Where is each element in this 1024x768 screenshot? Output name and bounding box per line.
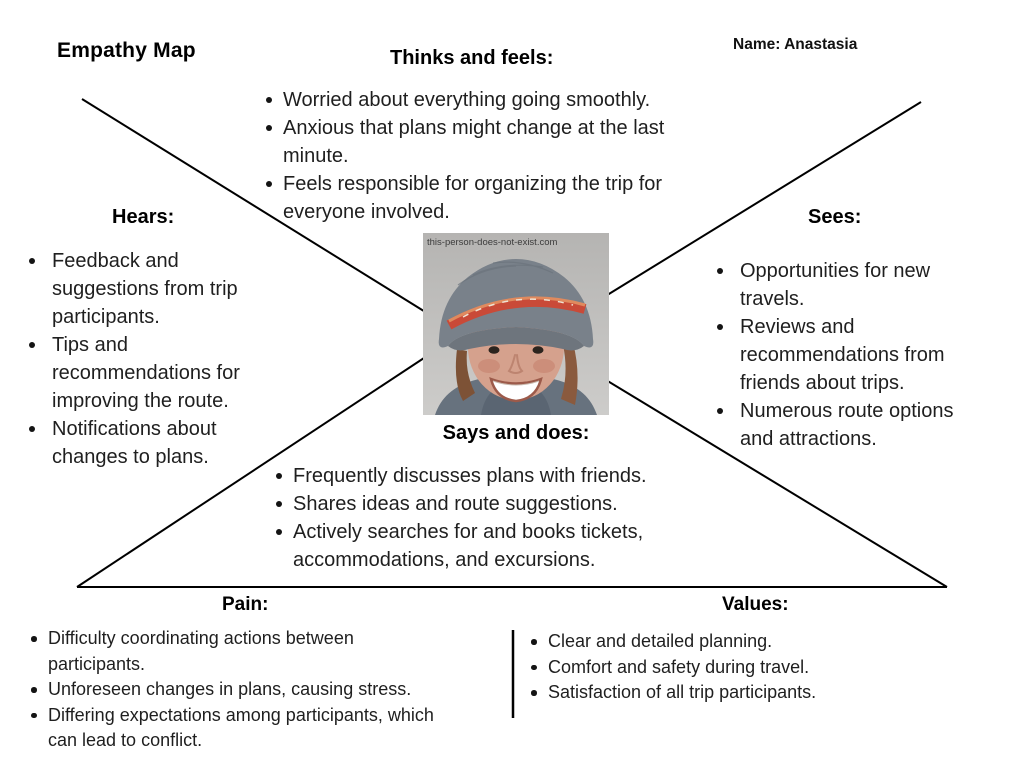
bullet-item: Feels responsible for organizing the tri… (262, 170, 703, 226)
bullet-item: Comfort and safety during travel. (526, 655, 930, 681)
photo-watermark: this-person-does-not-exist.com (427, 237, 557, 248)
persona-eye-right (532, 346, 544, 354)
persona-hair-right (561, 343, 578, 405)
hears-list: Feedback and suggestions from trip parti… (22, 247, 267, 471)
bullet-item: Numerous route options and attractions. (710, 397, 958, 453)
pain-list: Difficulty coordinating actions between … (26, 626, 448, 754)
persona-photo: this-person-does-not-exist.com (423, 233, 609, 415)
thinks-and-feels-list: Worried about everything going smoothly.… (262, 86, 703, 226)
bullet-item: Feedback and suggestions from trip parti… (22, 247, 267, 331)
persona-hat-stripe-stitch (462, 298, 574, 318)
bullet-item: Shares ideas and route suggestions. (272, 490, 725, 518)
says-and-does-list: Frequently discusses plans with friends.… (272, 462, 725, 574)
persona-teeth-line (492, 380, 540, 386)
persona-cheek-left (478, 359, 500, 373)
section-heading-sees: Sees: (808, 206, 862, 228)
bullet-item: Difficulty coordinating actions between … (26, 626, 448, 677)
bullet-item: Opportunities for new travels. (710, 257, 958, 313)
section-heading-values: Values: (722, 594, 789, 615)
page-title: Empathy Map (57, 39, 196, 62)
section-heading-says-and-does: Says and does: (442, 422, 590, 444)
sees-list: Opportunities for new travels.Reviews an… (710, 257, 958, 453)
persona-name: Name: Anastasia (733, 36, 858, 53)
persona-photo-illustration: this-person-does-not-exist.com (423, 233, 609, 415)
persona-hat-brim (448, 327, 584, 351)
bullet-item: Reviews and recommendations from friends… (710, 313, 958, 397)
section-heading-thinks-and-feels: Thinks and feels: (390, 47, 554, 69)
persona-hat-knit-texture (457, 261, 554, 286)
bullet-item: Clear and detailed planning. (526, 629, 930, 655)
persona-eye-left (488, 346, 500, 354)
persona-hat-stripe (446, 296, 587, 330)
bullet-item: Satisfaction of all trip participants. (526, 680, 930, 706)
bullet-item: Tips and recommendations for improving t… (22, 331, 267, 415)
bullet-item: Unforeseen changes in plans, causing str… (26, 677, 448, 703)
section-heading-hears: Hears: (112, 206, 175, 228)
persona-hair-left (455, 349, 475, 401)
bullet-item: Differing expectations among participant… (26, 703, 448, 754)
persona-smile (489, 377, 543, 403)
values-list: Clear and detailed planning.Comfort and … (526, 629, 930, 706)
section-heading-pain: Pain: (222, 594, 269, 615)
bullet-item: Actively searches for and books tickets,… (272, 518, 725, 574)
bullet-item: Worried about everything going smoothly. (262, 86, 703, 114)
bullet-item: Frequently discusses plans with friends. (272, 462, 725, 490)
bullet-item: Anxious that plans might change at the l… (262, 114, 703, 170)
persona-nose (507, 354, 524, 374)
bullet-item: Notifications about changes to plans. (22, 415, 267, 471)
persona-hat-stripe-highlight (448, 296, 586, 323)
persona-cheek-right (533, 359, 555, 373)
